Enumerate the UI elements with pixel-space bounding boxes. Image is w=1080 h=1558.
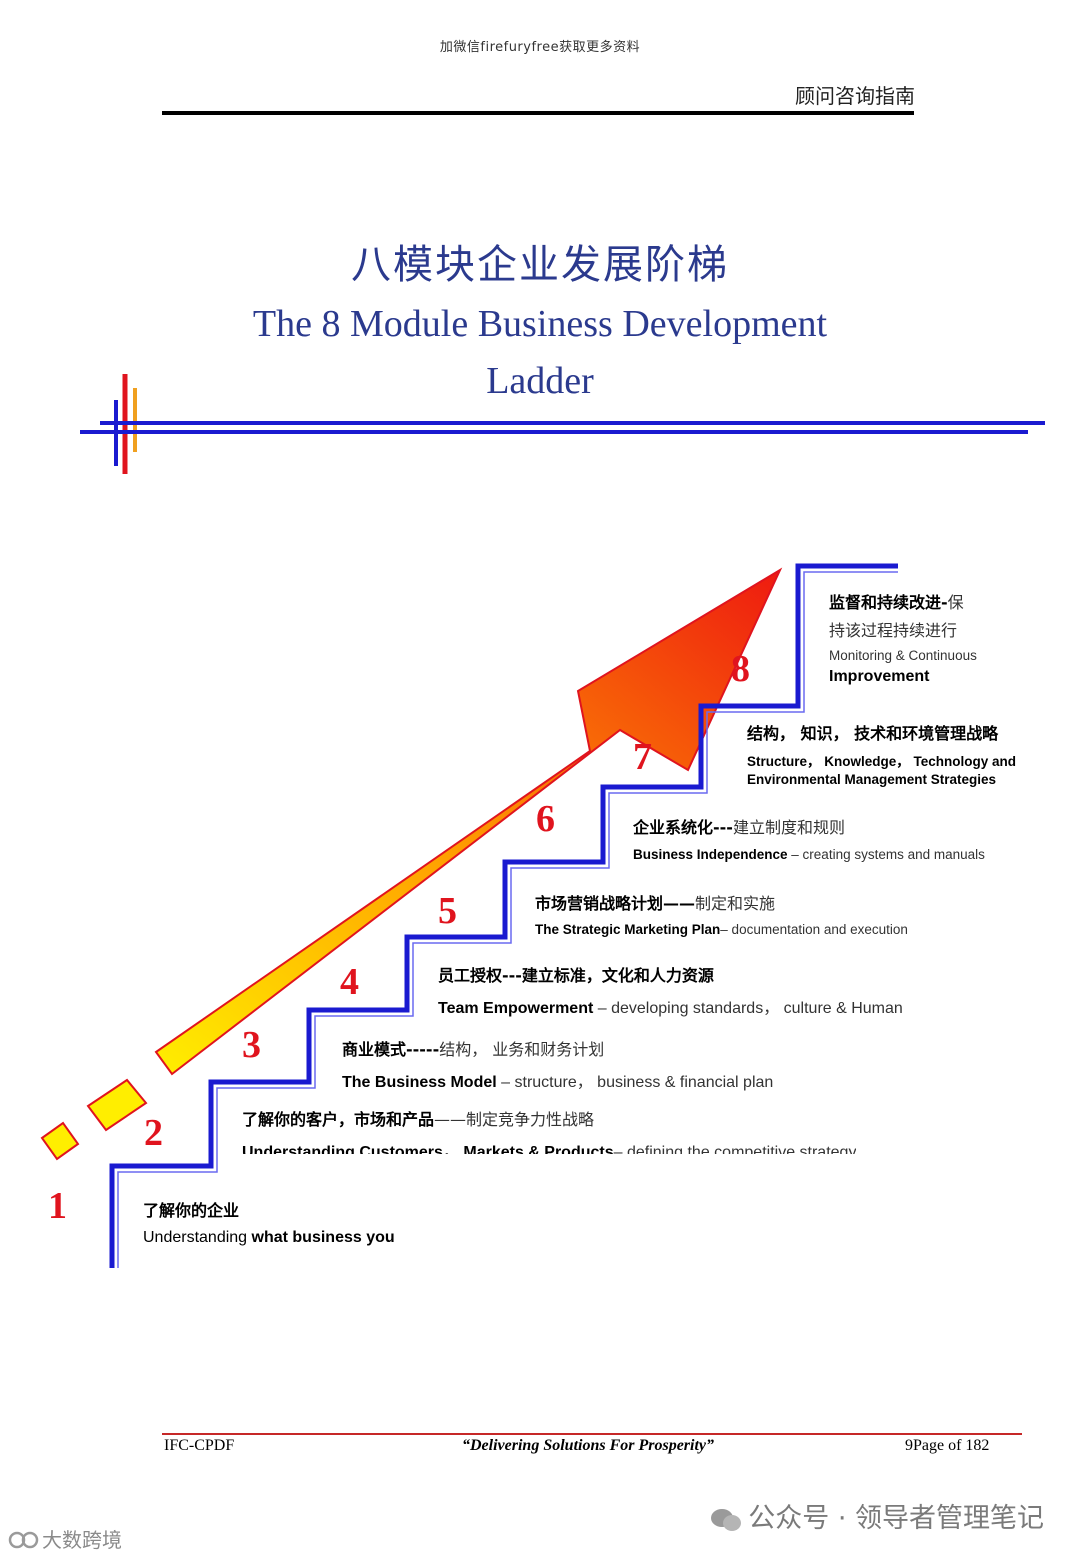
step-number-3: 3 — [242, 1023, 261, 1067]
title-english: The 8 Module Business Development Ladder — [0, 296, 1080, 410]
step-7-text: 结构， 知识， 技术和环境管理战略 Structure， Knowledge， … — [747, 720, 1016, 787]
step-2-cn-rest: ——制定竞争力性战略 — [434, 1110, 594, 1129]
step-1-text: 了解你的企业 Understanding what business you — [143, 1197, 395, 1247]
step-6-cn-bold: 企业系统化--- — [633, 818, 733, 837]
footer-left: IFC-CPDF — [164, 1437, 234, 1455]
step-5-cn-bold: 市场营销战略计划—— — [535, 894, 695, 913]
step-number-4: 4 — [340, 960, 359, 1004]
step-number-5: 5 — [438, 889, 457, 933]
step-3-cn-rest: 结构， 业务和财务计划 — [439, 1040, 604, 1059]
step-3-text: 商业模式-----结构， 业务和财务计划 The Business Model … — [342, 1036, 773, 1092]
step-6-text: 企业系统化---建立制度和规则 Business Independence – … — [633, 814, 985, 862]
bottom-watermark: 公众号 · 领导者管理笔记 — [710, 1496, 1044, 1535]
step-7-cn-bold: 结构， 知识， 技术和环境管理战略 — [747, 724, 998, 743]
step-8-en-line2: Improvement — [829, 668, 977, 686]
step-number-6: 6 — [536, 797, 555, 841]
arrow-dash-1 — [42, 1123, 78, 1159]
step-number-8: 8 — [731, 647, 750, 691]
step-8-en-line1: Monitoring & Continuous — [829, 648, 977, 663]
title-chinese: 八模块企业发展阶梯 — [0, 232, 1080, 290]
footer-rule — [162, 1433, 1022, 1435]
step-4-text: 员工授权---建立标准，文化和人力资源 Team Empowerment – d… — [438, 962, 903, 1018]
title-english-line2: Ladder — [0, 353, 1080, 410]
footer-middle: “Delivering Solutions For Prosperity” — [462, 1437, 714, 1455]
step-number-7: 7 — [633, 735, 652, 779]
step-5-text: 市场营销战略计划——制定和实施 The Strategic Marketing … — [535, 890, 908, 937]
bottom-left-watermark: 大数跨境 — [8, 1524, 122, 1554]
step-4-en-rest: – developing standards， culture & Human — [593, 1000, 903, 1017]
step-6-en-bold: Business Independence — [633, 847, 788, 862]
step-5-cn-rest: 制定和实施 — [695, 894, 775, 913]
step-5-en-bold: The Strategic Marketing Plan — [535, 922, 720, 937]
step-2-text: 了解你的客户，市场和产品——制定竞争力性战略 Understanding Cus… — [242, 1106, 856, 1154]
step-6-cn-rest: 建立制度和规则 — [733, 818, 845, 837]
step-2-en-bold: Understanding Customers， Markets & Produ… — [242, 1144, 614, 1154]
bottom-watermark-text: 公众号 · 领导者管理笔记 — [748, 1503, 1044, 1534]
step-number-2: 2 — [144, 1111, 163, 1155]
step-7-en-line2: Environmental Management Strategies — [747, 772, 1016, 787]
step-8-cn-bold: 监督和持续改进- — [829, 593, 948, 612]
step-6-en-rest: – creating systems and manuals — [788, 847, 985, 862]
step-3-en-rest: – structure， business & financial plan — [497, 1074, 774, 1091]
step-8-text: 监督和持续改进-保 持该过程持续进行 Monitoring & Continuo… — [829, 589, 977, 686]
step-number-1: 1 — [48, 1184, 67, 1228]
step-3-cn-bold: 商业模式----- — [342, 1040, 439, 1059]
arrow-dash-2 — [88, 1080, 146, 1130]
step-4-en-bold: Team Empowerment — [438, 1000, 593, 1017]
step-4-cn-bold: 员工授权---建立标准，文化和人力资源 — [438, 966, 714, 985]
link-icon — [8, 1530, 42, 1554]
step-1-en-bold: what business you — [252, 1229, 395, 1246]
wechat-icon — [710, 1507, 742, 1533]
step-7-en-line1: Structure， Knowledge， Technology and — [747, 750, 1016, 770]
step-8-cn-line2: 持该过程持续进行 — [829, 617, 977, 641]
bottom-left-watermark-text: 大数跨境 — [42, 1528, 122, 1552]
step-1-cn: 了解你的企业 — [143, 1201, 239, 1220]
footer-right: 9Page of 182 — [905, 1437, 989, 1455]
step-2-en-rest: – defining the competitive strategy — [614, 1144, 857, 1154]
step-3-en-bold: The Business Model — [342, 1074, 497, 1091]
step-5-en-rest: – documentation and execution — [720, 922, 908, 937]
step-8-cn-rest: 保 — [948, 593, 964, 612]
step-1-en-normal: Understanding — [143, 1229, 252, 1246]
step-2-cn-bold: 了解你的客户，市场和产品 — [242, 1110, 434, 1129]
title-english-line1: The 8 Module Business Development — [0, 296, 1080, 353]
